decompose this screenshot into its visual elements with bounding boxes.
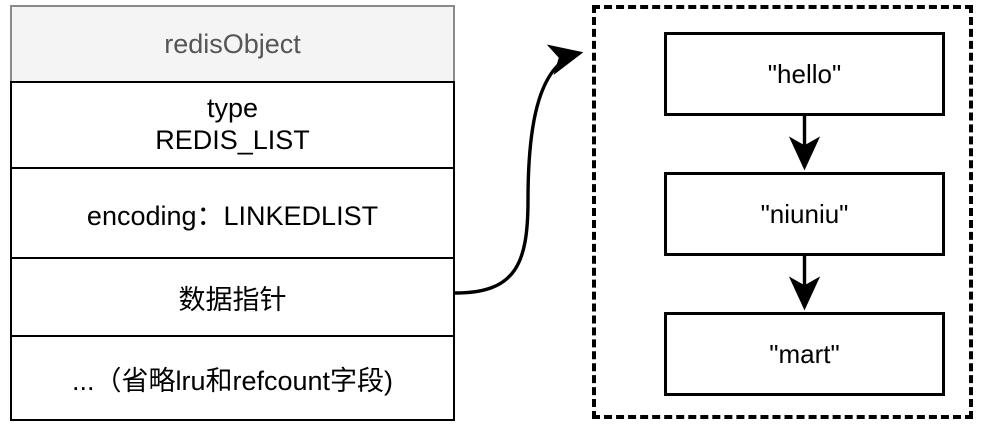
struct-row-type-content: type REDIS_LIST (155, 93, 310, 157)
struct-row-type-line2: REDIS_LIST (155, 125, 310, 155)
struct-header-cell: redisObject (10, 5, 455, 83)
list-node-1: "hello" (664, 32, 945, 116)
struct-row-data-pointer-label: 数据指针 (178, 284, 287, 315)
struct-row-data-pointer: 数据指针 (10, 257, 455, 337)
list-node-3-value: "mart" (769, 338, 840, 369)
struct-header-label: redisObject (164, 28, 301, 59)
list-node-1-value: "hello" (767, 58, 842, 89)
struct-row-type-line1: type (206, 93, 259, 124)
list-node-3: "mart" (664, 312, 945, 396)
list-node-2-value: "niuniu" (760, 198, 849, 229)
struct-row-encoding-label: encoding：LINKEDLIST (86, 200, 379, 231)
struct-row-omitted-fields-label: ...（省略lru和refcount字段) (71, 365, 394, 396)
struct-row-encoding: encoding：LINKEDLIST (10, 167, 455, 259)
connector-path (454, 44, 584, 295)
list-node-2: "niuniu" (664, 172, 945, 256)
struct-row-type: type REDIS_LIST (10, 81, 455, 169)
struct-row-omitted-fields: ...（省略lru和refcount字段) (10, 335, 455, 421)
redis-object-struct-table: redisObject type REDIS_LIST encoding：LIN… (10, 5, 455, 421)
linked-list-container: "hello" "niuniu" "mart" (592, 5, 973, 419)
